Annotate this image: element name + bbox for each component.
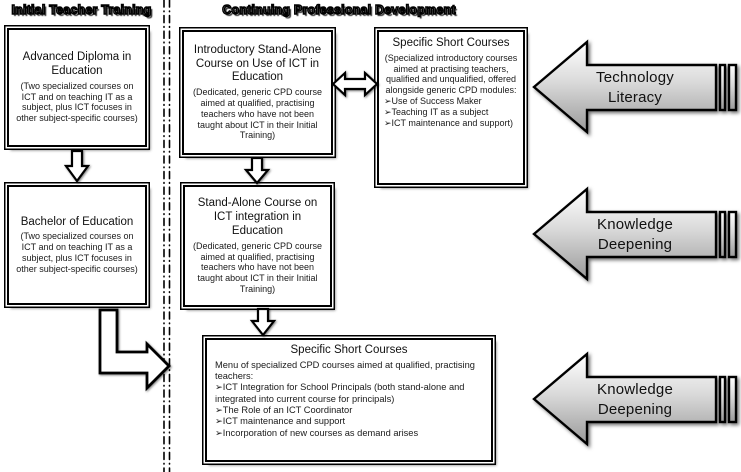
box-introductory-standalone-course: Introductory Stand-Alone Course on Use o… xyxy=(182,30,333,155)
box-bachelor-title: Bachelor of Education xyxy=(20,215,134,228)
box-standalone-title: Stand-Alone Course on ICT integration in… xyxy=(197,197,318,237)
box-introductory-body: (Dedicated, generic CPD course aimed at … xyxy=(192,87,323,141)
double-arrow-introductory-specific-top xyxy=(331,70,379,98)
down-arrow-introductory-to-standalone xyxy=(243,156,271,185)
label-literacy: Literacy xyxy=(607,88,663,106)
box-specific-bottom-title: Specific Short Courses xyxy=(290,344,408,356)
box-advanced-diploma: Advanced Diploma in Education (Two speci… xyxy=(7,28,147,147)
box-specific-top-body: (Specialized introductory courses aimed … xyxy=(384,52,518,96)
label-technology: Technology xyxy=(596,69,674,86)
bullet-ict-maintenance-bottom: ➢ICT maintenance and support xyxy=(215,416,346,427)
bullet-ict-maintenance-top: ➢ICT maintenance and support) xyxy=(384,117,513,128)
box-specific-bottom-intro: Menu of specialized CPD courses aimed at… xyxy=(215,359,475,382)
label-deepening-2: Deepening xyxy=(597,400,673,418)
box-advanced-diploma-body: (Two specialized courses on ICT and on t… xyxy=(16,80,138,124)
bullet-teaching-it-subject: ➢Teaching IT as a subject xyxy=(384,106,489,117)
box-introductory-title: Introductory Stand-Alone Course on Use o… xyxy=(193,43,322,84)
section-header-continuing-professional-development: Continuing Professional Development xyxy=(222,2,457,17)
label-knowledge-deepening-1: Knowledge Deepening xyxy=(560,186,710,283)
label-knowledge-1: Knowledge xyxy=(596,216,674,233)
bullet-ict-integration-principals: ➢ICT Integration for School Principals (… xyxy=(215,382,465,404)
box-advanced-diploma-title: Advanced Diploma in Education xyxy=(22,51,132,77)
label-technology-literacy: Technology Literacy xyxy=(560,39,710,136)
box-standalone-body: (Dedicated, generic CPD course aimed at … xyxy=(192,240,323,294)
dashed-divider-line xyxy=(163,0,171,472)
bullet-role-ict-coordinator: ➢The Role of an ICT Coordinator xyxy=(215,405,353,416)
box-specific-short-courses-top: Specific Short Courses (Specialized intr… xyxy=(377,30,525,185)
label-knowledge-2: Knowledge xyxy=(596,381,674,398)
elbow-arrow-bachelor-to-specific-bottom xyxy=(98,308,171,392)
box-standalone-ict-integration: Stand-Alone Course on ICT integration in… xyxy=(183,185,332,307)
bullet-incorporation-new-courses: ➢Incorporation of new courses as demand … xyxy=(215,427,419,438)
label-knowledge-deepening-2: Knowledge Deepening xyxy=(560,351,710,448)
box-bachelor-body: (Two specialized courses on ICT and on t… xyxy=(16,231,138,274)
down-arrow-standalone-to-specific-bottom xyxy=(249,307,277,337)
box-specific-short-courses-bottom: Specific Short Courses Menu of specializ… xyxy=(205,338,493,462)
box-bachelor-of-education: Bachelor of Education (Two specialized c… xyxy=(7,185,147,305)
bullet-use-of-success-maker: ➢Use of Success Maker xyxy=(384,95,482,106)
down-arrow-advanced-to-bachelor xyxy=(63,149,91,183)
box-specific-top-title: Specific Short Courses xyxy=(392,37,510,49)
label-deepening-1: Deepening xyxy=(597,235,673,253)
section-header-initial-teacher-training: Initial Teacher Training xyxy=(11,2,152,17)
